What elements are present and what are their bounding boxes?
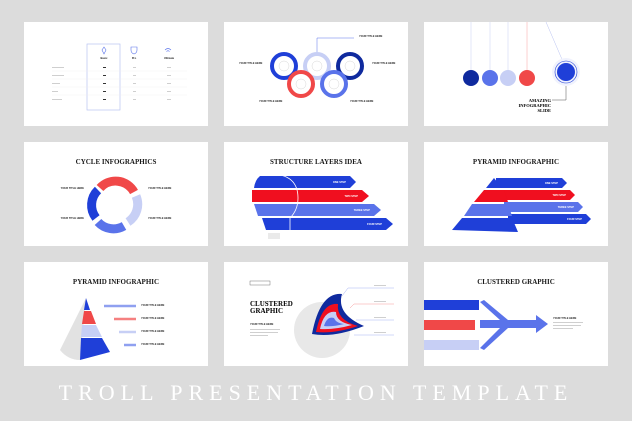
ring-navy <box>336 52 364 80</box>
slide-title: STRUCTURE LAYERS IDEA <box>270 158 362 166</box>
heading-line-1: CLUSTERED <box>250 300 293 308</box>
cone-shadow <box>60 298 86 360</box>
bar-3 <box>424 340 479 350</box>
highlight-column <box>86 43 121 111</box>
step-4: FOUR STEP <box>567 217 582 221</box>
label-4: YOUR TITLE HERE <box>259 99 283 103</box>
label-2: YOUR TITLE HERE <box>148 186 172 190</box>
band-1 <box>496 178 567 188</box>
band-1 <box>254 176 356 188</box>
slide-pricing-table[interactable]: Basic Pro Ultimate <box>24 22 208 126</box>
ring-blue <box>270 52 298 80</box>
label-2: YOUR TITLE HERE <box>359 34 383 38</box>
slide-title: CYCLE INFOGRAPHICS <box>76 158 157 166</box>
label: YOUR TITLE HERE <box>553 316 577 320</box>
step-2: TWO STEP <box>344 194 358 198</box>
heading-line-2: GRAPHIC <box>250 307 283 315</box>
slide-title: PYRAMID INFOGRAPHIC <box>473 158 559 166</box>
slide-structure[interactable]: STRUCTURE LAYERS IDEA ONE STEP TWO STEP … <box>224 142 408 246</box>
step-4: FOUR STEP <box>367 222 382 226</box>
bar-2 <box>424 320 475 330</box>
heading-line-1: AMAZING <box>529 98 552 103</box>
arrow-mid <box>94 218 127 234</box>
label-3: YOUR TITLE HERE <box>141 329 165 333</box>
monitor-icon <box>328 78 340 90</box>
heading-line-2: INFOGRAPHIC <box>519 103 552 108</box>
label-4: YOUR TITLE HERE <box>141 342 165 346</box>
band-3 <box>504 202 583 212</box>
label-1: YOUR TITLE HERE <box>239 61 263 65</box>
main-title: TROLL PRESENTATION TEMPLATE <box>58 380 574 405</box>
bulb-base <box>268 233 280 239</box>
step-1: ONE STEP <box>333 180 346 184</box>
rocket-icon <box>344 60 356 72</box>
bar-1 <box>424 300 479 310</box>
ring-light <box>303 52 331 80</box>
slide-clustered-arrow[interactable]: CLUSTERED GRAPHIC YOUR TITLE HERE <box>424 262 608 366</box>
slide-cone[interactable]: PYRAMID INFOGRAPHIC YOUR TITLE HERE YOUR… <box>24 262 208 366</box>
pyramid-tier-1 <box>486 178 502 188</box>
step-1: ONE STEP <box>545 181 558 185</box>
tag-box <box>249 280 271 286</box>
wifi-icon <box>164 48 172 52</box>
label-4: YOUR TITLE HERE <box>148 216 172 220</box>
arrow-blue <box>87 186 102 221</box>
arrow-red <box>96 176 138 195</box>
step-3: THREE STEP <box>354 208 371 212</box>
slide-cycle[interactable]: CYCLE INFOGRAPHICS YOUR TITLE HERE YOUR … <box>24 142 208 246</box>
megaphone-icon <box>295 78 307 90</box>
step-3: THREE STEP <box>558 205 575 209</box>
band-2 <box>500 190 575 200</box>
pyramid-tier-2 <box>474 190 508 202</box>
cone-tier-2 <box>82 311 96 324</box>
shield-icon <box>130 46 138 55</box>
pyramid-tier-3 <box>464 204 512 216</box>
slide-title: CLUSTERED GRAPHIC <box>477 278 555 286</box>
pyramid-tier-4 <box>452 218 518 232</box>
label-1: YOUR TITLE HERE <box>141 303 165 307</box>
home-icon <box>278 60 290 72</box>
arrow-light <box>125 194 143 226</box>
column-ultimate: Ultimate <box>164 56 175 60</box>
label-3: YOUR TITLE HERE <box>61 216 85 220</box>
ball-navy <box>463 70 479 86</box>
band-2 <box>252 190 369 202</box>
heading-line-3: SLIDE <box>537 108 551 113</box>
ball-highlight <box>557 63 575 81</box>
column-basic: Basic <box>101 56 108 60</box>
ball-light <box>500 70 516 86</box>
ball-mid <box>482 70 498 86</box>
subtitle: YOUR TITLE HERE <box>250 322 274 326</box>
column-pro: Pro <box>132 56 137 60</box>
cone-tier-1 <box>84 298 90 310</box>
slide-pendulum[interactable]: AMAZING INFOGRAPHIC SLIDE <box>424 22 608 126</box>
table-rows <box>52 67 187 100</box>
cone-tier-4 <box>80 338 110 360</box>
bulb-outline <box>269 173 299 230</box>
ball-red <box>519 70 535 86</box>
slide-pyramid-layers[interactable]: PYRAMID INFOGRAPHIC ONE STEP TWO STEP TH… <box>424 142 608 246</box>
label-2: YOUR TITLE HERE <box>141 316 165 320</box>
slide-clustered-heart[interactable]: CLUSTERED GRAPHIC YOUR TITLE HERE <box>224 262 408 366</box>
ring-mid <box>320 70 348 98</box>
band-4 <box>508 214 591 224</box>
slide-title: PYRAMID INFOGRAPHIC <box>73 278 159 286</box>
merge-arrow <box>480 300 548 350</box>
slide-rings[interactable]: YOUR TITLE HERE YOUR TITLE HERE YOUR TIT… <box>224 22 408 126</box>
link-icon <box>311 60 323 72</box>
label-1: YOUR TITLE HERE <box>61 186 85 190</box>
cone-tier-3 <box>81 325 102 337</box>
ring-red <box>287 70 315 98</box>
diamond-icon <box>101 46 107 55</box>
label-5: YOUR TITLE HERE <box>350 99 374 103</box>
heart-layer-4 <box>324 317 344 327</box>
band-4 <box>262 218 393 230</box>
step-2: TWO STEP <box>552 193 566 197</box>
band-3 <box>254 204 381 216</box>
label-3: YOUR TITLE HERE <box>372 61 396 65</box>
